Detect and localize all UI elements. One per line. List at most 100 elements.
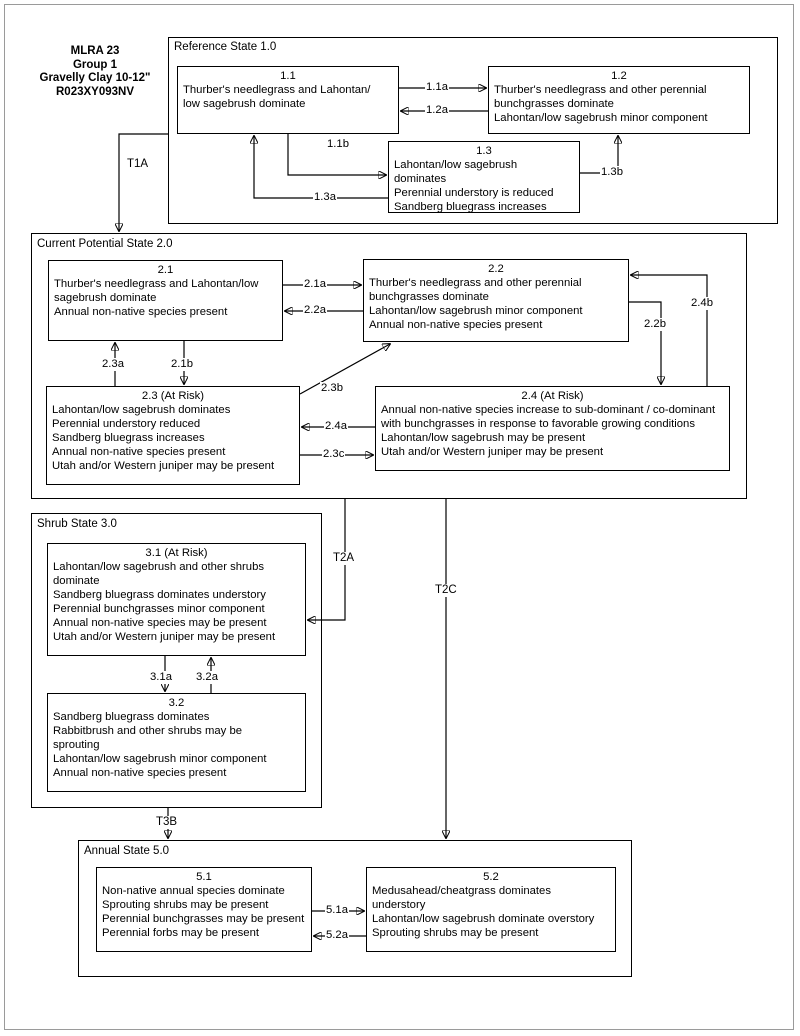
community-line: Thurber's needlegrass and Lahontan/ bbox=[183, 84, 371, 96]
community-lines-3-2: Sandberg bluegrass dominates Rabbitbrush… bbox=[48, 710, 305, 782]
community-line: Annual non-native species increase to su… bbox=[381, 404, 716, 416]
community-line: Annual non-native species present bbox=[54, 306, 228, 318]
community-line: Perennial bunchgrasses minor component bbox=[53, 603, 265, 615]
community-box-2-4[interactable]: 2.4 (At Risk) Annual non-native species … bbox=[375, 386, 730, 471]
pathway-label-2-3a: 2.3a bbox=[101, 358, 125, 371]
community-lines-2-2: Thurber's needlegrass and other perennia… bbox=[364, 276, 628, 334]
community-line: Medusahead/cheatgrass dominates bbox=[372, 885, 551, 897]
community-lines-5-2: Medusahead/cheatgrass dominates understo… bbox=[367, 884, 615, 942]
community-box-2-1[interactable]: 2.1 Thurber's needlegrass and Lahontan/l… bbox=[48, 260, 283, 341]
pathway-label-2-3b: 2.3b bbox=[320, 382, 344, 395]
community-line: Thurber's needlegrass and Lahontan/low bbox=[54, 278, 259, 290]
community-line: dominate bbox=[53, 575, 100, 587]
pathway-label-2-2a: 2.2a bbox=[303, 304, 327, 317]
community-line: sagebrush dominate bbox=[54, 292, 157, 304]
community-line: Annual non-native species present bbox=[53, 767, 227, 779]
state-label-reference: Reference State 1.0 bbox=[174, 41, 277, 53]
state-label-annual: Annual State 5.0 bbox=[84, 845, 170, 857]
pathway-label-1-3b: 1.3b bbox=[600, 166, 624, 179]
title-block: MLRA 23 Group 1 Gravelly Clay 10-12" R02… bbox=[30, 45, 160, 99]
community-line: low sagebrush dominate bbox=[183, 98, 306, 110]
pathway-label-2-4b: 2.4b bbox=[690, 297, 714, 310]
community-line: bunchgrasses dominate bbox=[369, 291, 489, 303]
community-lines-2-1: Thurber's needlegrass and Lahontan/low s… bbox=[49, 277, 282, 321]
community-box-1-3[interactable]: 1.3 Lahontan/low sagebrush dominates Per… bbox=[388, 141, 580, 213]
pathway-label-2-1b: 2.1b bbox=[170, 358, 194, 371]
community-line: Sprouting shrubs may be present bbox=[102, 899, 269, 911]
community-line: Lahontan/low sagebrush bbox=[394, 159, 518, 171]
community-box-5-1[interactable]: 5.1 Non-native annual species dominate S… bbox=[96, 867, 312, 952]
community-num-3-2: 3.2 bbox=[168, 697, 185, 709]
pathway-label-1-2a: 1.2a bbox=[425, 104, 449, 117]
community-line: Rabbitbrush and other shrubs may be bbox=[53, 725, 243, 737]
pathway-label-2-3c: 2.3c bbox=[322, 448, 346, 461]
community-box-5-2[interactable]: 5.2 Medusahead/cheatgrass dominates unde… bbox=[366, 867, 616, 952]
pathway-label-2-1a: 2.1a bbox=[303, 278, 327, 291]
community-line: Perennial understory reduced bbox=[52, 418, 201, 430]
community-num-5-2: 5.2 bbox=[483, 871, 499, 883]
community-box-2-3[interactable]: 2.3 (At Risk) Lahontan/low sagebrush dom… bbox=[46, 386, 300, 485]
pathway-label-5-2a: 5.2a bbox=[325, 929, 349, 942]
community-line: with bunchgrasses in response to favorab… bbox=[381, 418, 695, 430]
transition-label-t2c: T2C bbox=[434, 584, 458, 597]
community-line: Sandberg bluegrass dominates bbox=[53, 711, 210, 723]
community-line: Annual non-native species present bbox=[52, 446, 226, 458]
community-line: dominates bbox=[394, 173, 447, 185]
community-lines-5-1: Non-native annual species dominate Sprou… bbox=[97, 884, 311, 942]
community-num-1-1: 1.1 bbox=[280, 70, 296, 82]
community-line: Annual non-native species present bbox=[369, 319, 543, 331]
pathway-label-5-1a: 5.1a bbox=[325, 904, 349, 917]
community-line: Lahontan/low sagebrush may be present bbox=[381, 432, 586, 444]
community-box-3-1[interactable]: 3.1 (At Risk) Lahontan/low sagebrush and… bbox=[47, 543, 306, 656]
title-line-soil: Gravelly Clay 10-12" bbox=[39, 72, 151, 84]
community-box-3-2[interactable]: 3.2 Sandberg bluegrass dominates Rabbitb… bbox=[47, 693, 306, 792]
community-line: Utah and/or Western juniper may be prese… bbox=[53, 631, 276, 643]
state-box-current-potential bbox=[31, 233, 747, 499]
title-line-mlra: MLRA 23 bbox=[70, 45, 120, 57]
community-line: Sandberg bluegrass dominates understory bbox=[53, 589, 266, 601]
community-line: understory bbox=[372, 899, 426, 911]
community-line: Lahontan/low sagebrush and other shrubs bbox=[53, 561, 265, 573]
pathway-label-1-1a: 1.1a bbox=[425, 81, 449, 94]
community-box-1-1[interactable]: 1.1 Thurber's needlegrass and Lahontan/ … bbox=[177, 66, 399, 134]
title-line-ecosite: R023XY093NV bbox=[56, 85, 134, 98]
community-num-1-2: 1.2 bbox=[611, 70, 627, 82]
community-line: Lahontan/low sagebrush minor component bbox=[494, 112, 708, 124]
pathway-label-3-2a: 3.2a bbox=[195, 671, 219, 684]
state-box-annual bbox=[78, 840, 632, 977]
pathway-label-2-4a: 2.4a bbox=[324, 420, 348, 433]
page-border bbox=[4, 4, 794, 1030]
pathway-label-2-2b: 2.2b bbox=[643, 318, 667, 331]
pathway-label-3-1a: 3.1a bbox=[149, 671, 173, 684]
community-line: sprouting bbox=[53, 739, 100, 751]
community-box-1-2[interactable]: 1.2 Thurber's needlegrass and other pere… bbox=[488, 66, 750, 134]
community-line: Lahontan/low sagebrush dominate overstor… bbox=[372, 913, 595, 925]
community-num-2-2: 2.2 bbox=[488, 263, 504, 275]
state-box-reference bbox=[168, 37, 778, 224]
community-line: bunchgrasses dominate bbox=[494, 98, 614, 110]
community-line: Perennial bunchgrasses may be present bbox=[102, 913, 305, 925]
community-line: Sandberg bluegrass increases bbox=[52, 432, 205, 444]
community-box-2-2[interactable]: 2.2 Thurber's needlegrass and other pere… bbox=[363, 259, 629, 342]
community-line: Thurber's needlegrass and other perennia… bbox=[494, 84, 707, 96]
community-lines-2-3: Lahontan/low sagebrush dominates Perenni… bbox=[47, 403, 299, 475]
state-box-shrub bbox=[31, 513, 322, 808]
community-num-2-4: 2.4 (At Risk) bbox=[521, 390, 584, 402]
community-lines-1-1: Thurber's needlegrass and Lahontan/ low … bbox=[178, 83, 398, 113]
pathway-label-1-3a: 1.3a bbox=[313, 191, 337, 204]
state-label-shrub: Shrub State 3.0 bbox=[37, 518, 117, 530]
community-line: Perennial understory is reduced bbox=[394, 187, 554, 199]
community-line: Utah and/or Western juniper may be prese… bbox=[52, 460, 275, 472]
pathway-label-1-1b: 1.1b bbox=[326, 138, 350, 151]
community-line: Lahontan/low sagebrush minor component bbox=[53, 753, 267, 765]
state-label-current-potential: Current Potential State 2.0 bbox=[37, 238, 173, 250]
community-line: Perennial forbs may be present bbox=[102, 927, 259, 939]
community-line: Lahontan/low sagebrush dominates bbox=[52, 404, 231, 416]
community-line: Lahontan/low sagebrush minor component bbox=[369, 305, 583, 317]
community-num-2-3: 2.3 (At Risk) bbox=[141, 390, 205, 402]
community-lines-1-2: Thurber's needlegrass and other perennia… bbox=[489, 83, 749, 127]
title-line-group: Group 1 bbox=[72, 58, 118, 71]
community-line: Utah and/or Western juniper may be prese… bbox=[381, 446, 604, 458]
community-lines-1-3: Lahontan/low sagebrush dominates Perenni… bbox=[389, 158, 579, 216]
